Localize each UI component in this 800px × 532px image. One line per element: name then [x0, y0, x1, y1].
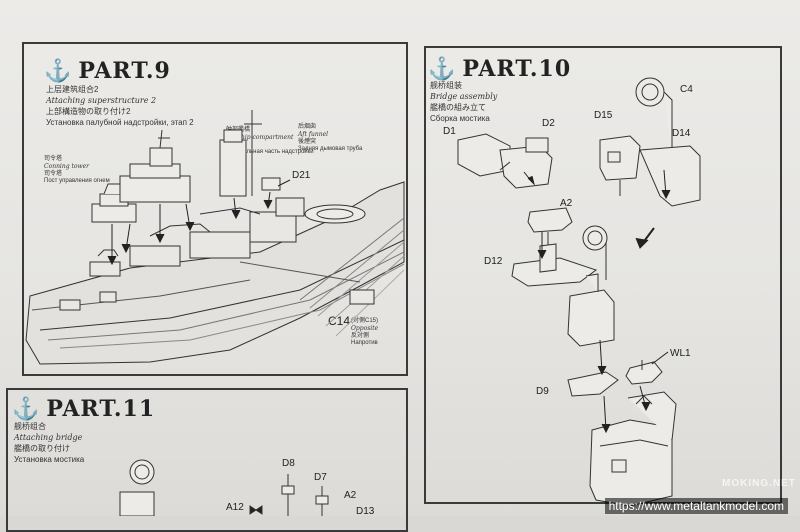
- part9-panel: [22, 42, 408, 376]
- part9-conning-tower-callout: 司令塔 Conning tower 司令塔 Пост управления ог…: [44, 156, 110, 184]
- part-label-d14: D14: [672, 128, 691, 139]
- part11-subtitles: 舰桥组合 Attaching bridge 艦橋の取り付け Установка …: [14, 422, 85, 464]
- part10-arrows: [523, 169, 671, 434]
- part11-drawing: [119, 459, 329, 516]
- part-label-c4: C4: [680, 84, 693, 95]
- part10-panel: [424, 46, 782, 504]
- part-label-d1: D1: [443, 126, 456, 137]
- part-label-d13: D13: [356, 506, 375, 517]
- bridge-parts-drawing: [457, 77, 701, 507]
- part-label-d2: D2: [542, 118, 555, 129]
- part11-title: ⚓ PART.11: [12, 396, 156, 422]
- part-label-d9: D9: [536, 386, 549, 397]
- part-label-a12: A12: [226, 502, 244, 513]
- part9-title: ⚓ PART.9: [44, 58, 171, 84]
- part-label-d15: D15: [594, 110, 613, 121]
- assembly-arrows: [107, 179, 291, 266]
- anchor-icon: ⚓: [12, 396, 41, 422]
- anchor-icon: ⚓: [428, 56, 457, 82]
- part9-c14-note: (対側C15) Opposite 反対側 Напротив: [351, 318, 379, 346]
- superstructure-assemblies: [91, 110, 281, 223]
- part-label-d7: D7: [314, 472, 327, 483]
- battleship-hull-drawing: [25, 179, 405, 365]
- part-label-d21: D21: [292, 170, 311, 181]
- part-label-d8: D8: [282, 458, 295, 469]
- part-label-a2: A2: [560, 198, 573, 209]
- part-label-a2-part11: A2: [344, 490, 357, 501]
- part10-title: ⚓ PART.10: [428, 56, 572, 82]
- part9-aft-funnel-callout: 后烟囱 Aft funnel 後煙突 Задняя дымовая труба: [298, 124, 363, 152]
- part9-subtitles: 上层建筑组合2 Attaching superstructure 2 上部構造物…: [46, 85, 194, 127]
- line-art-drawings: [25, 77, 701, 516]
- part-label-d12: D12: [484, 256, 503, 267]
- part10-subtitles: 舰桥组装 Bridge assembly 艦橋の組み立て Сборка мост…: [430, 81, 498, 123]
- url-watermark: https://www.metaltankmodel.com: [604, 498, 788, 514]
- brand-watermark: MOKING.NET: [722, 478, 796, 489]
- anchor-icon: ⚓: [44, 58, 73, 84]
- part-label-c14: C14: [328, 314, 351, 328]
- part-label-wl1: WL1: [670, 348, 691, 359]
